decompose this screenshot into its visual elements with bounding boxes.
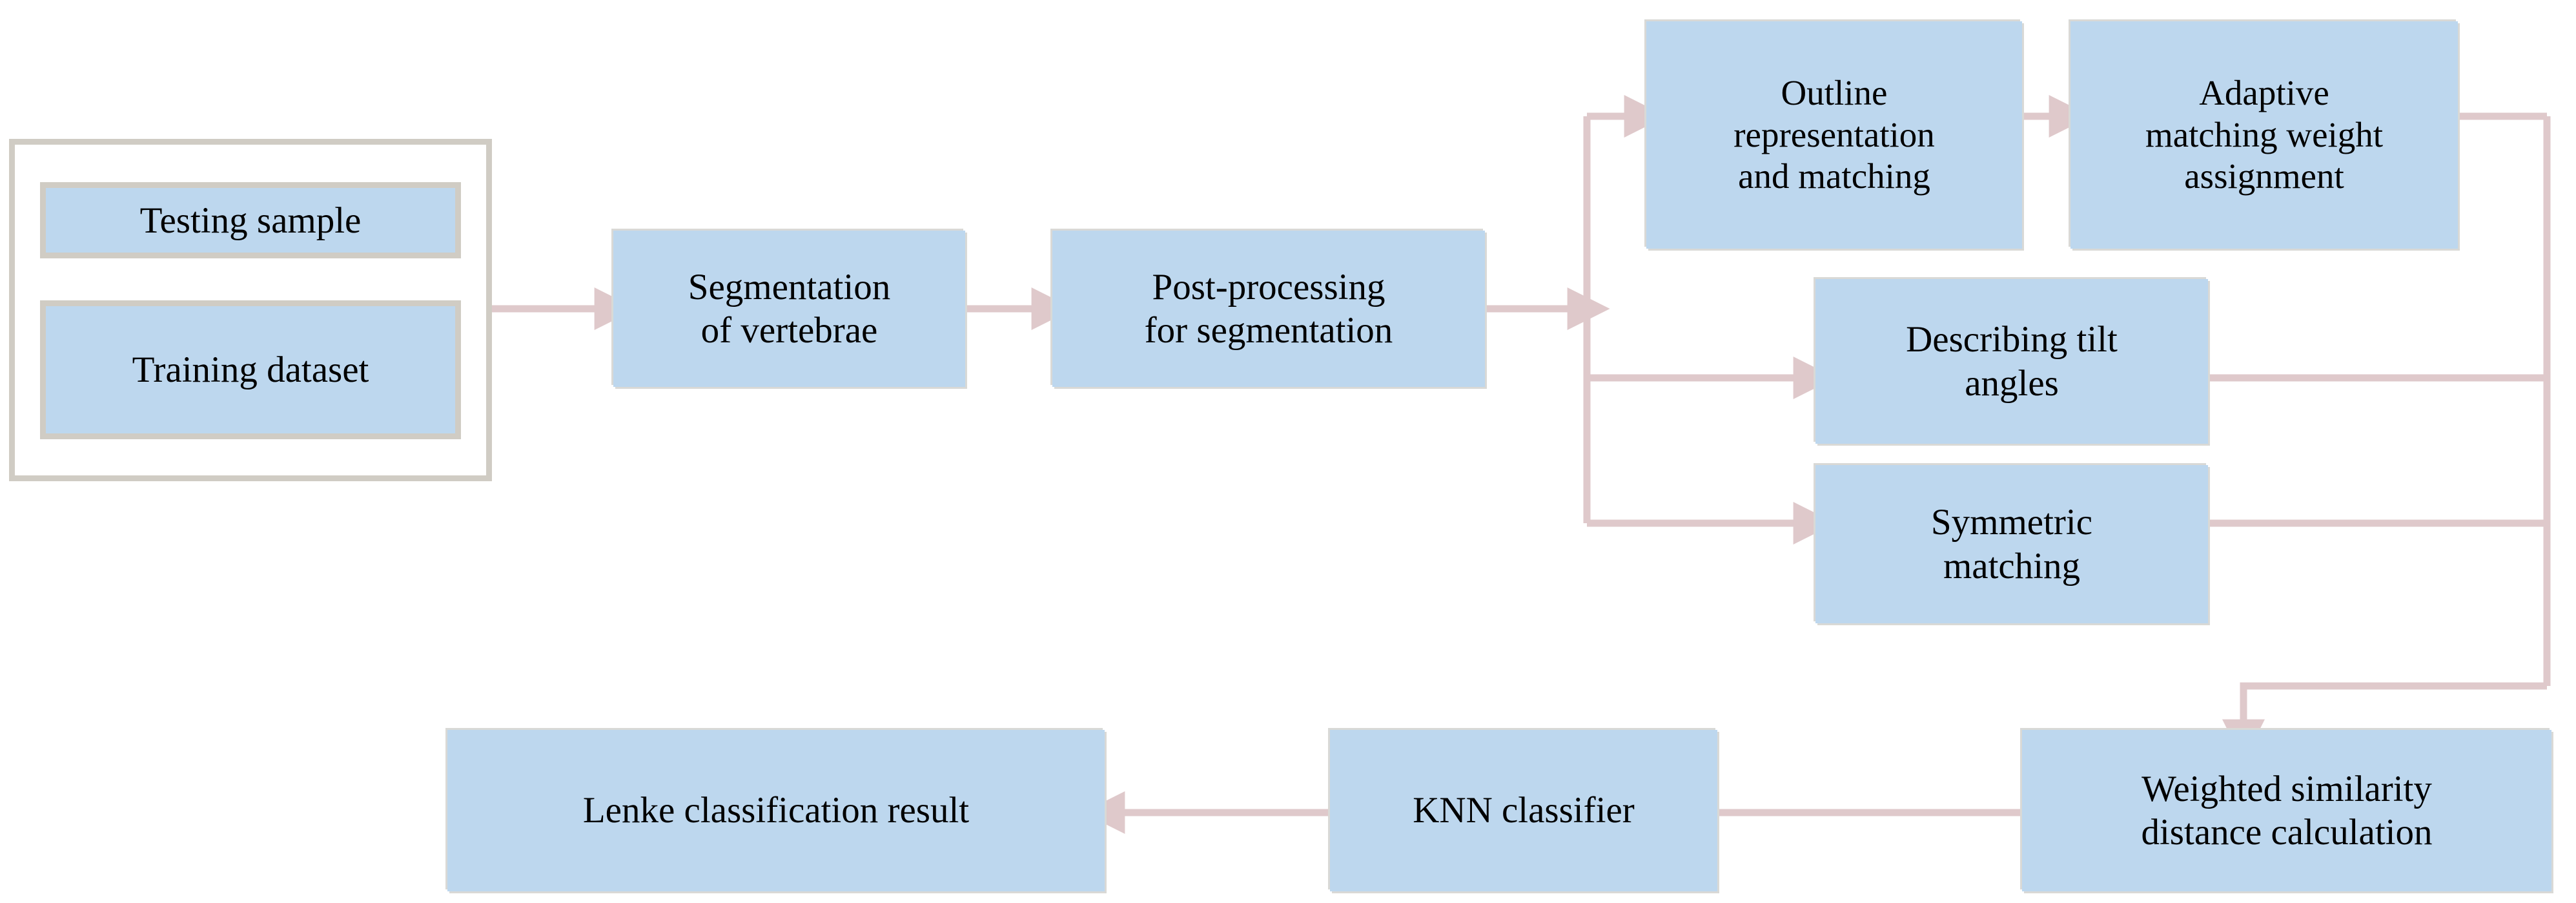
node-knn-classifier-label: KNN classifier bbox=[1413, 790, 1635, 831]
node-weighted-distance-line-2: distance calculation bbox=[2141, 812, 2433, 853]
node-post-processing[interactable]: Post-processing for segmentation bbox=[1052, 231, 1485, 387]
node-symmetric-matching-line-1: Symmetric bbox=[1930, 502, 2093, 543]
node-segmentation[interactable]: Segmentation of vertebrae bbox=[613, 231, 965, 387]
node-weighted-distance[interactable]: Weighted similarity distance calculation bbox=[2022, 730, 2551, 891]
node-outline-matching-line-2: representation bbox=[1733, 114, 1935, 154]
node-symmetric-matching-line-2: matching bbox=[1943, 545, 2081, 586]
node-tilt-angles[interactable]: Describing tilt angles bbox=[1815, 279, 2208, 444]
node-lenke-result[interactable]: Lenke classification result bbox=[447, 730, 1105, 891]
node-weight-assignment-line-1: Adaptive bbox=[2199, 72, 2329, 112]
source-label-testing-sample: Testing sample bbox=[139, 200, 362, 241]
node-knn-classifier[interactable]: KNN classifier bbox=[1330, 730, 1717, 891]
node-weight-assignment[interactable]: Adaptive matching weight assignment bbox=[2070, 21, 2458, 249]
node-segmentation-line-2: of vertebrae bbox=[700, 310, 878, 351]
node-weight-assignment-line-2: matching weight bbox=[2145, 114, 2384, 154]
node-weight-assignment-line-3: assignment bbox=[2184, 156, 2344, 196]
node-symmetric-matching[interactable]: Symmetric matching bbox=[1815, 465, 2208, 623]
node-segmentation-line-1: Segmentation bbox=[688, 266, 891, 307]
edge-mergebus-to-weighteddistance bbox=[2222, 682, 2547, 762]
node-tilt-angles-line-1: Describing tilt bbox=[1906, 319, 2118, 360]
node-weighted-distance-line-1: Weighted similarity bbox=[2142, 768, 2432, 809]
node-post-processing-line-2: for segmentation bbox=[1144, 310, 1393, 351]
node-outline-matching-line-3: and matching bbox=[1738, 156, 1930, 196]
node-outline-matching-line-1: Outline bbox=[1781, 72, 1888, 112]
node-lenke-result-label: Lenke classification result bbox=[582, 790, 970, 831]
node-outline-matching[interactable]: Outline representation and matching bbox=[1646, 21, 2022, 249]
source-box-testing-sample[interactable]: Testing sample bbox=[40, 182, 461, 258]
node-tilt-angles-line-2: angles bbox=[1965, 362, 2059, 404]
node-post-processing-line-1: Post-processing bbox=[1152, 266, 1385, 307]
source-label-training-dataset: Training dataset bbox=[132, 349, 369, 390]
source-box-training-dataset[interactable]: Training dataset bbox=[40, 300, 461, 439]
